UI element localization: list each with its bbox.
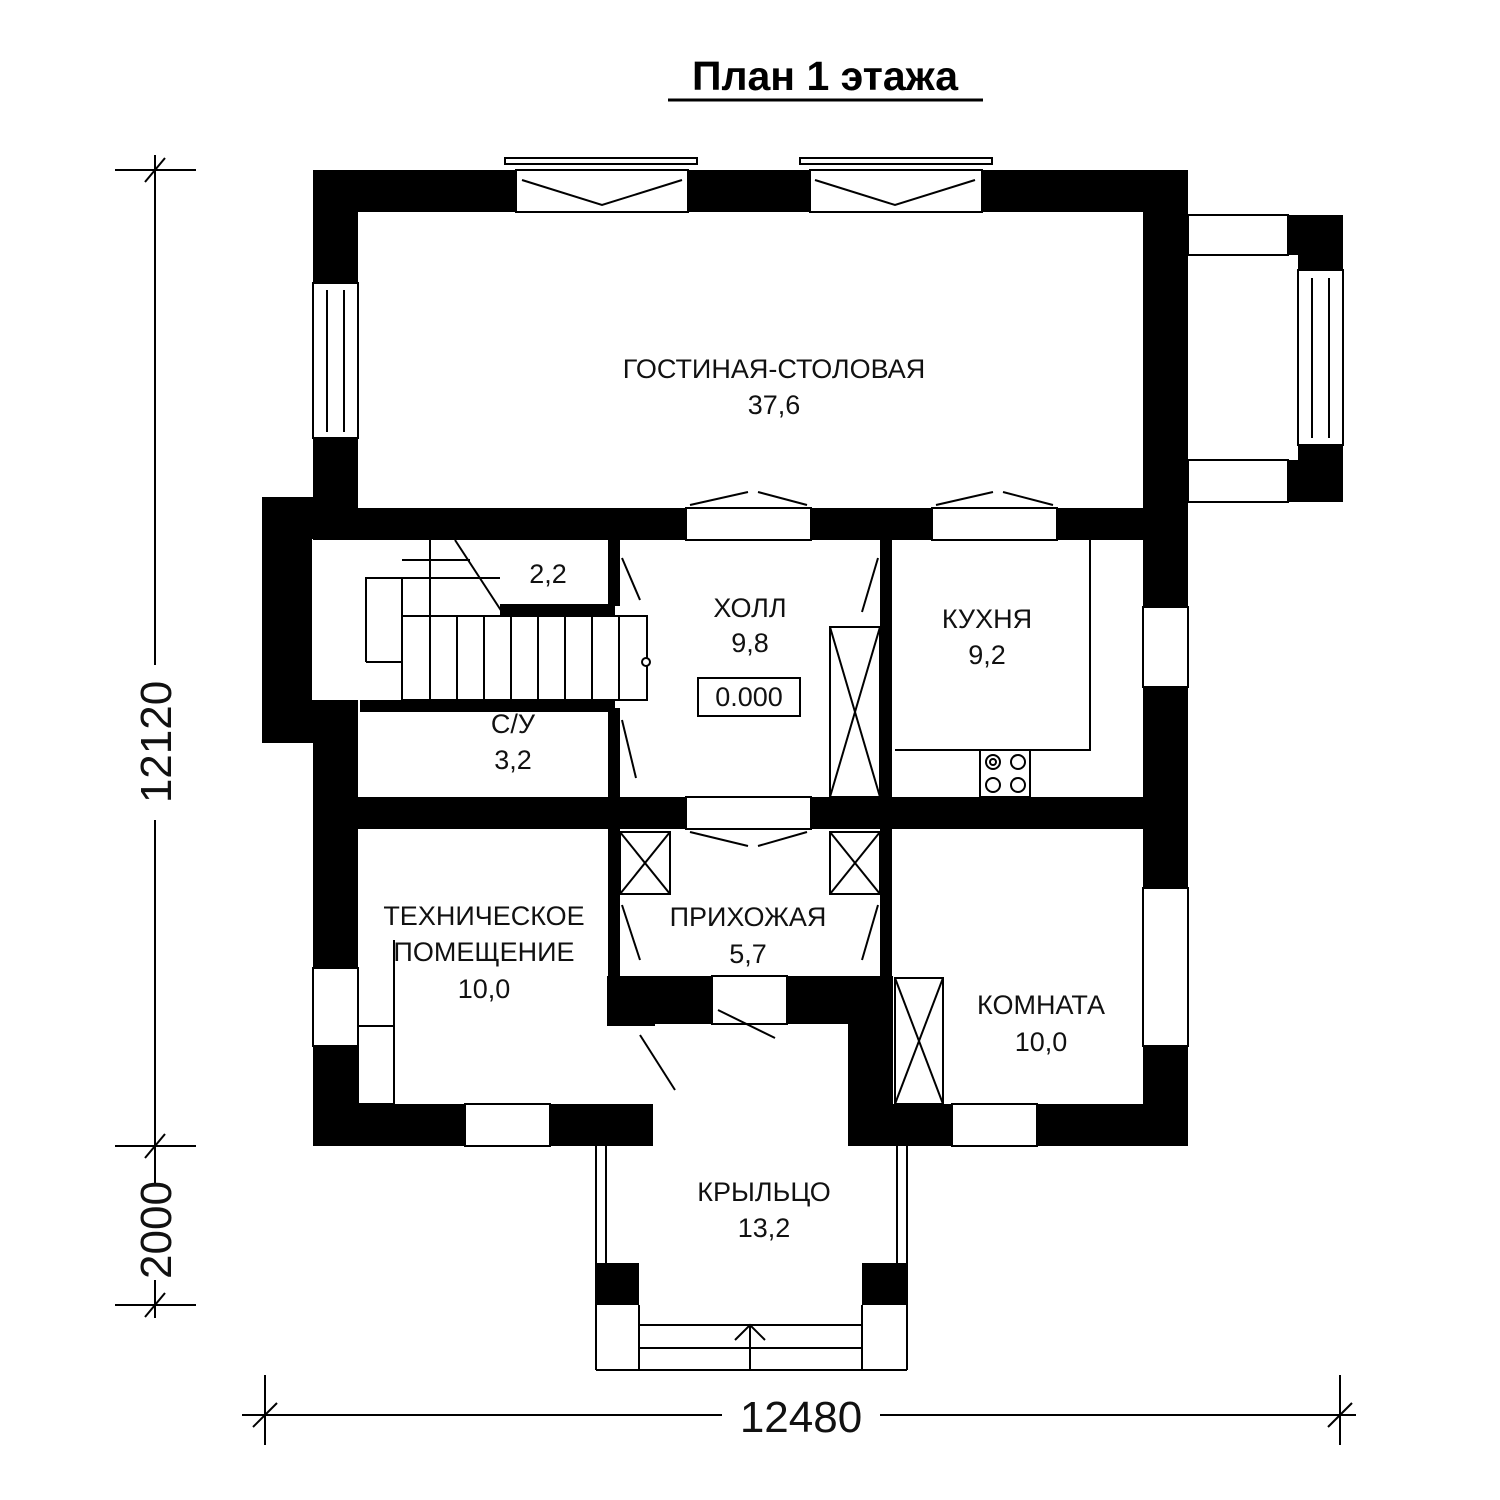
room-area-hall: 9,8 xyxy=(731,628,769,658)
room-name-kitchen: КУХНЯ xyxy=(942,604,1032,634)
dimension-height-main: 12120 xyxy=(132,681,181,803)
built-in-cabinets xyxy=(357,626,944,1105)
room-area-entry: 5,7 xyxy=(729,939,767,969)
porch-structure xyxy=(595,1146,908,1371)
room-area-storage: 2,2 xyxy=(529,559,567,589)
exterior-walls xyxy=(262,170,1343,1305)
room-name-entry: ПРИХОЖАЯ xyxy=(670,902,827,932)
plan-title: План 1 этажа xyxy=(692,53,959,99)
door-openings xyxy=(621,491,1058,1091)
room-area-living: 37,6 xyxy=(748,390,801,420)
room-area-porch: 13,2 xyxy=(738,1213,791,1243)
room-area-kitchen: 9,2 xyxy=(968,640,1006,670)
level-mark-box xyxy=(697,677,801,717)
room-name-tech-line1: ТЕХНИЧЕСКОЕ xyxy=(383,901,584,931)
room-labels: ГОСТИНАЯ-СТОЛОВАЯ 37,6 2,2 ХОЛЛ 9,8 КУХН… xyxy=(383,354,1105,1243)
room-area-wc: 3,2 xyxy=(494,745,532,775)
room-area-room: 10,0 xyxy=(1015,1027,1068,1057)
room-name-hall: ХОЛЛ xyxy=(713,593,786,623)
room-name-room: КОМНАТА xyxy=(977,990,1105,1020)
room-name-living: ГОСТИНАЯ-СТОЛОВАЯ xyxy=(623,354,926,384)
dimension-lines xyxy=(115,155,1356,1445)
level-mark: 0.000 xyxy=(715,682,783,712)
dimension-height-porch: 2000 xyxy=(132,1181,181,1279)
staircase xyxy=(365,539,651,701)
room-name-tech-line2: ПОМЕЩЕНИЕ xyxy=(393,937,574,967)
room-name-wc: С/У xyxy=(491,709,536,739)
kitchen-counter xyxy=(895,540,1091,798)
windows xyxy=(312,157,1344,1147)
dimension-width-total: 12480 xyxy=(740,1393,862,1442)
room-name-porch: КРЫЛЬЦО xyxy=(697,1177,830,1207)
room-area-tech: 10,0 xyxy=(458,974,511,1004)
